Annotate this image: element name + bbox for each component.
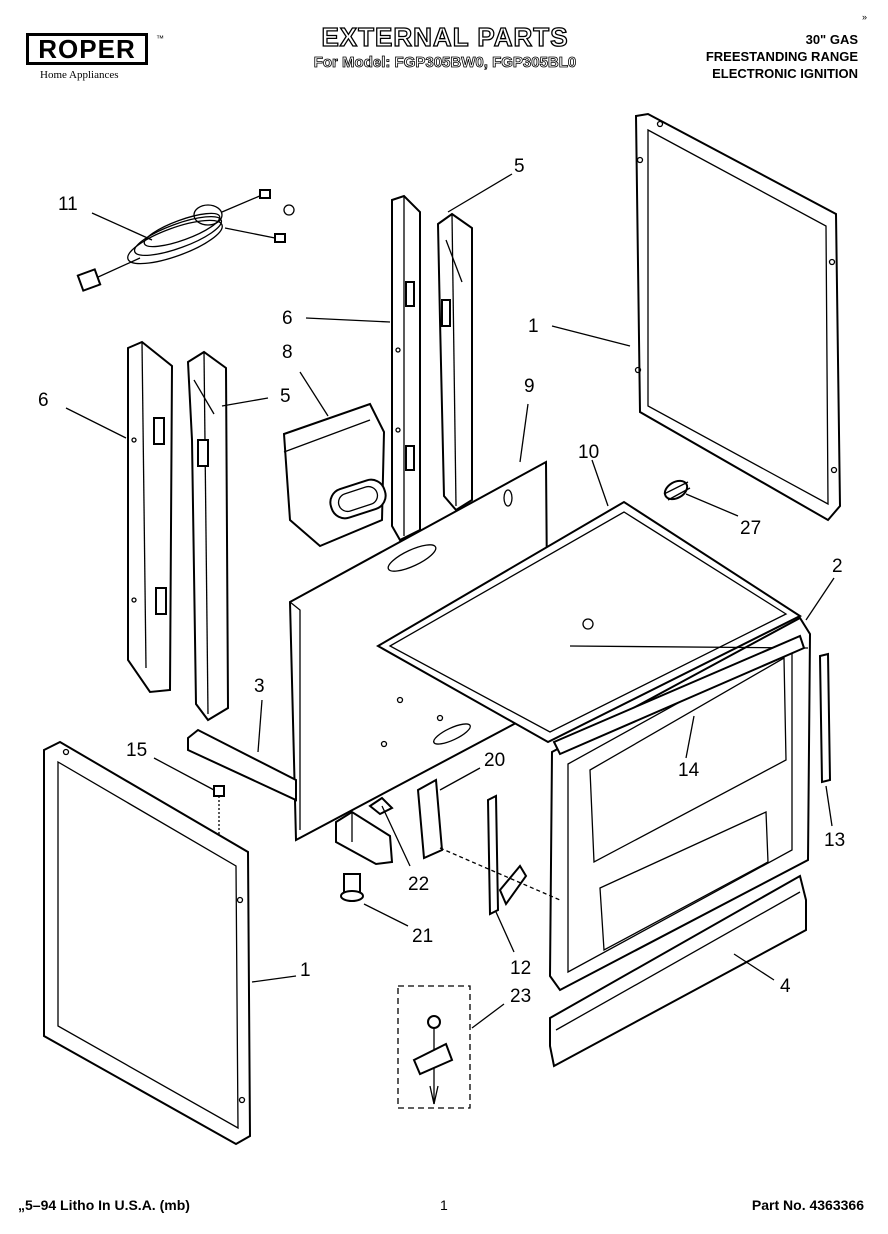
page-number: 1 [440,1197,448,1213]
callout-13: 13 [824,830,845,851]
callout-4: 4 [780,976,791,997]
vent-duct [282,402,387,548]
bottom-channel [335,796,394,866]
side-panel-right [634,112,842,522]
callout-10: 10 [578,442,599,463]
roper-logo: ROPER [26,33,148,65]
callout-22: 22 [408,874,429,895]
callout-11: 11 [58,194,78,215]
vertical-rail-front [127,340,174,694]
print-info: „5–94 Litho In U.S.A. (mb) [18,1197,190,1213]
side-panel-left [43,740,252,1146]
product-line-2: FREESTANDING RANGE [705,49,858,64]
model-subtitle: For Model: FGP305BW0, FGP305BL0 [313,54,577,72]
callout-1-lower: 1 [300,960,311,981]
bottom-bracket [187,728,297,802]
screw [213,785,225,842]
callout-21: 21 [412,926,433,947]
anti-tip-bracket-kit [397,985,471,1109]
top-panel [375,500,803,744]
callout-27: 27 [740,518,761,539]
brand-tagline: Home Appliances [40,69,119,81]
vertical-rail-rear [391,194,421,542]
callout-3: 3 [254,676,265,697]
leveling-leg [340,873,364,902]
leader-lines [65,173,835,1029]
callout-labels: 11 5 6 1 8 6 5 9 10 27 2 3 15 20 14 13 2… [38,156,845,1007]
trademark-symbol: ™ [156,34,164,43]
bracket-rail-front [186,350,230,722]
part-number: Part No. 4363366 [751,1197,864,1213]
kick-plate [549,874,807,1068]
callout-6-upper: 6 [282,308,293,329]
page-title: EXTERNAL PARTS [321,21,569,52]
frame-strip [552,634,806,756]
callout-9: 9 [524,376,535,397]
callout-8: 8 [282,342,293,363]
trim-strip [818,652,832,784]
power-cord-part [76,189,295,292]
callout-6-left: 6 [38,390,49,411]
callout-1-upper: 1 [528,316,539,337]
callout-20: 20 [484,750,505,771]
product-line-1: 30" GAS [805,32,858,47]
product-line-3: ELECTRONIC IGNITION [712,66,858,81]
callout-14: 14 [678,760,700,781]
bracket-rail-rear [436,212,473,512]
fitting-part [663,479,691,501]
callout-5-left: 5 [280,386,291,407]
bracket-20 [416,778,444,860]
callout-5-upper: 5 [514,156,525,177]
callout-2: 2 [832,556,843,577]
callout-23: 23 [510,986,531,1007]
hinge-bracket [439,794,561,916]
corner-mark: » [862,12,868,22]
callout-15: 15 [126,740,147,761]
callout-12: 12 [510,958,531,979]
